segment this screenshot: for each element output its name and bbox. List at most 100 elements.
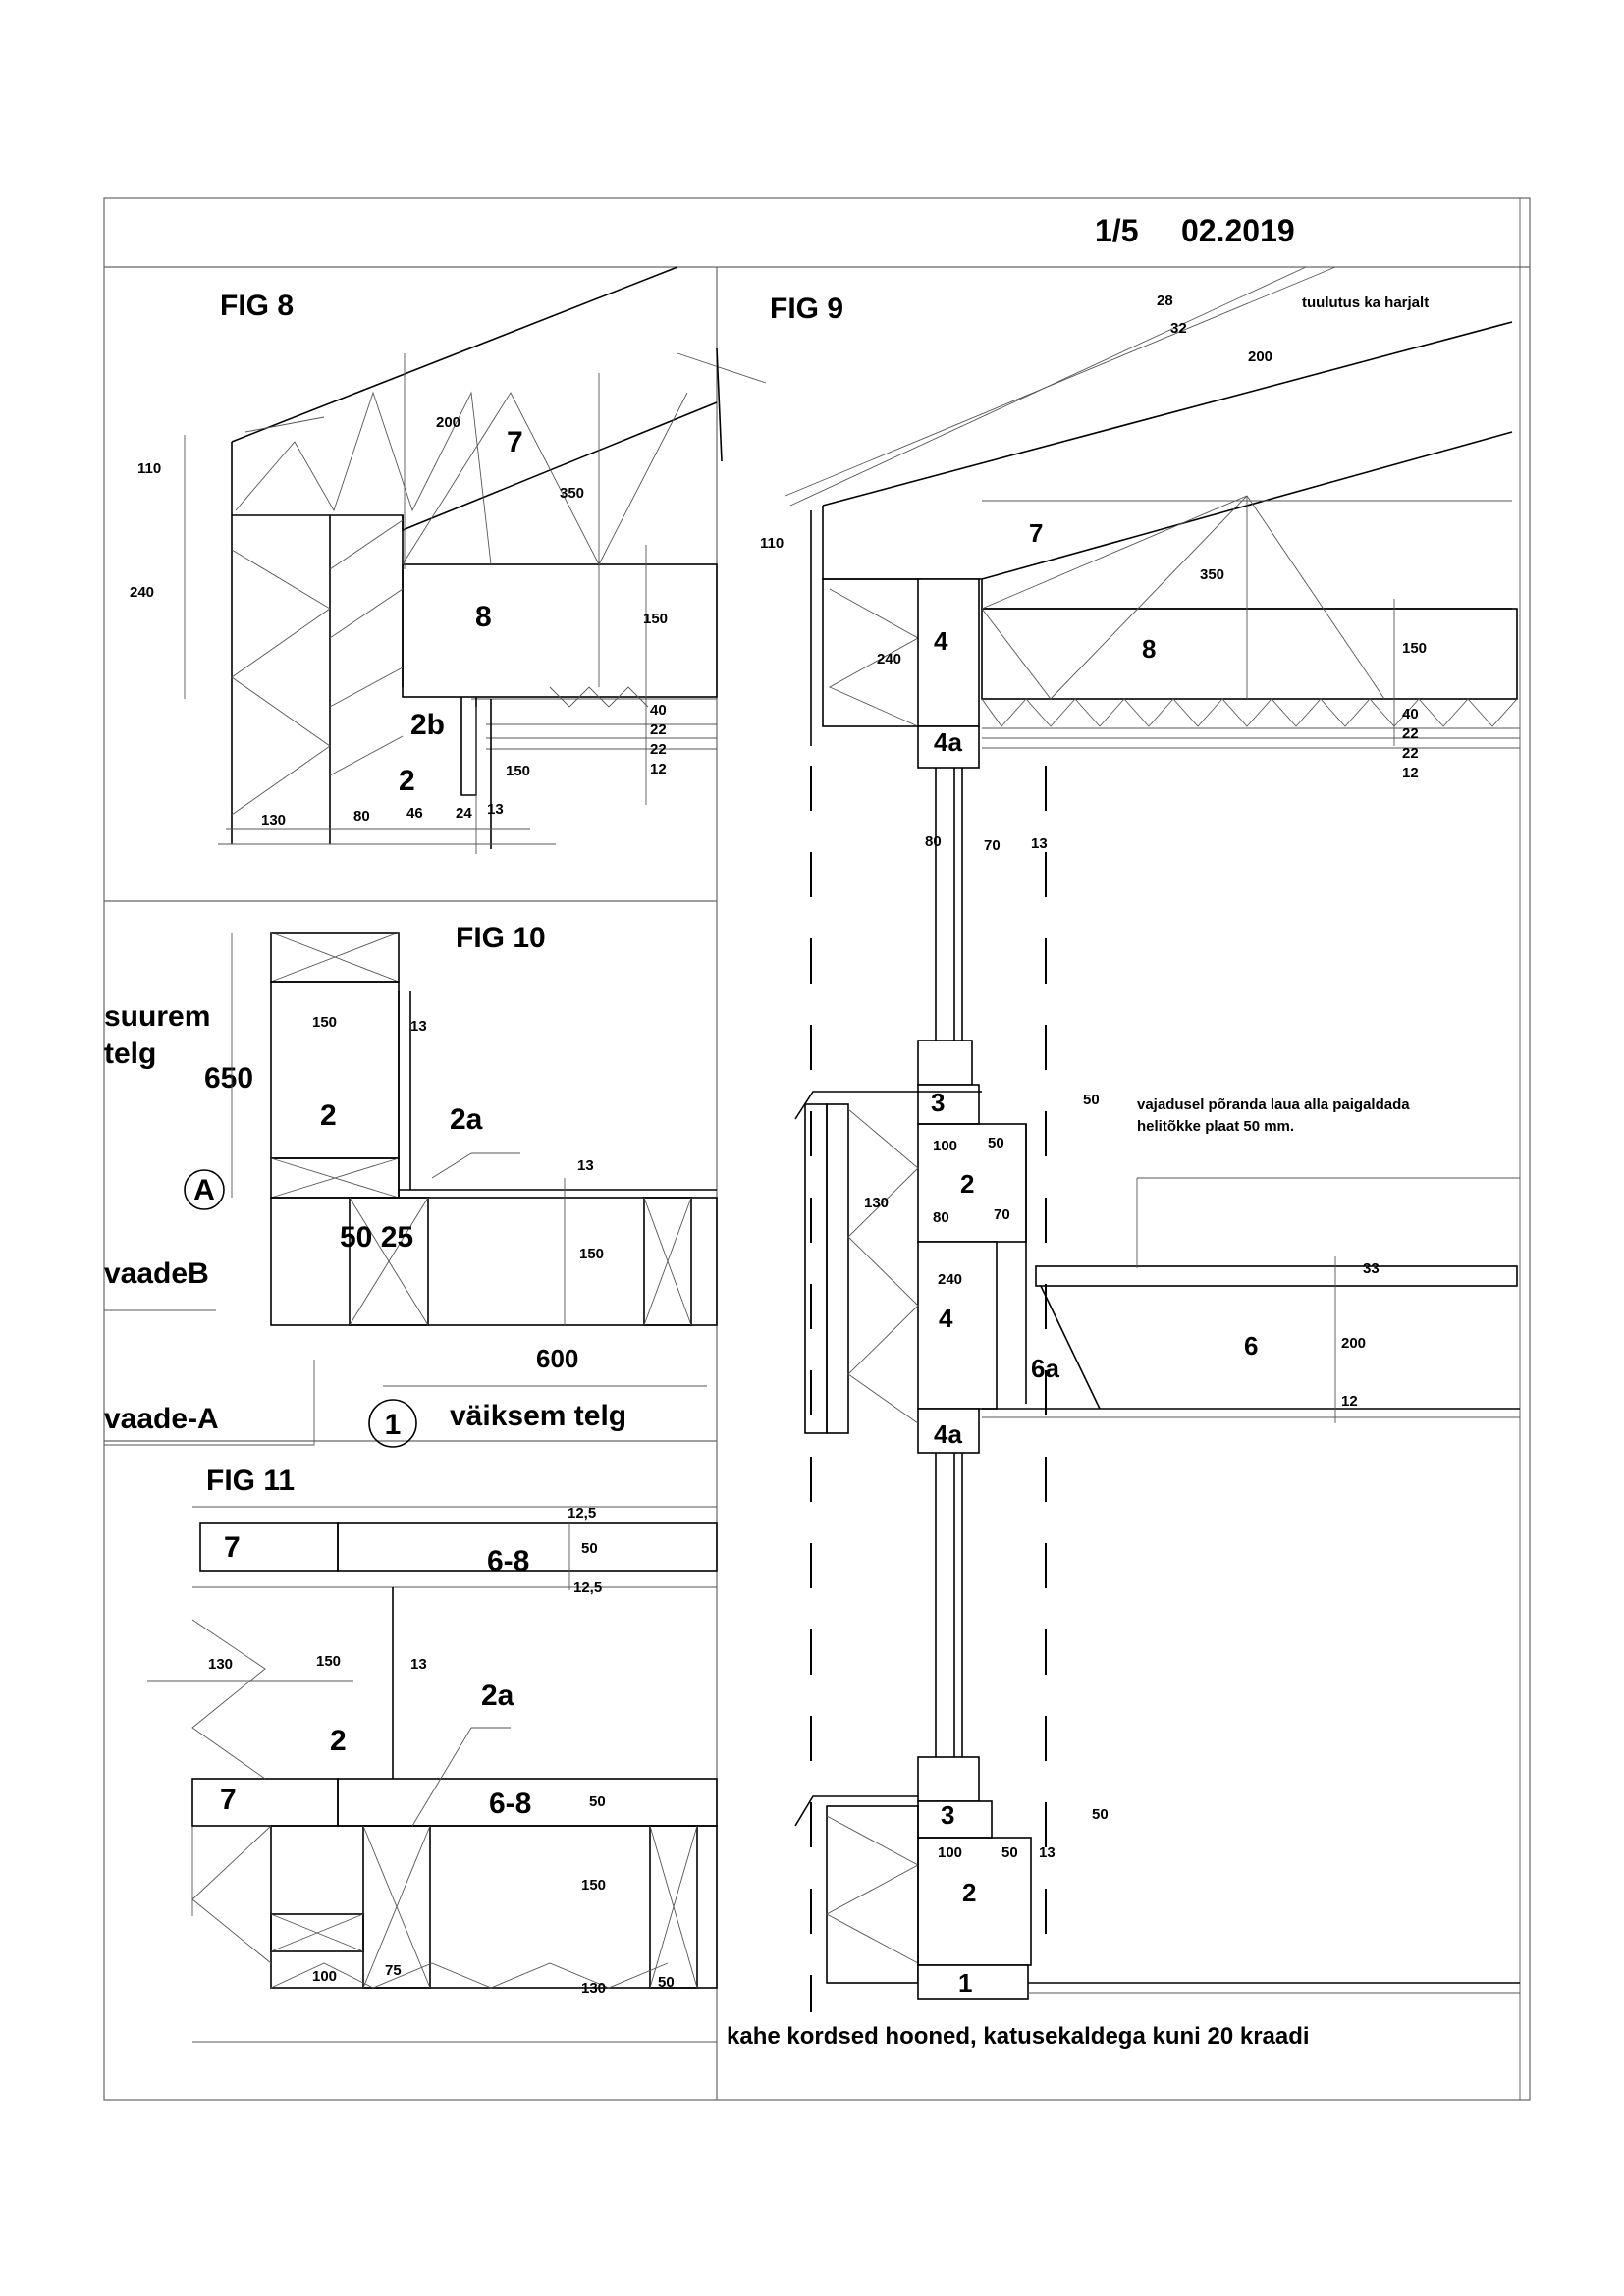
fig9-vent-note: tuulutus ka harjalt xyxy=(1302,294,1429,311)
fig10-view-a: vaade-A xyxy=(104,1403,219,1435)
fig9-floor-note-line2: helitõkke plaat 50 mm. xyxy=(1137,1118,1294,1135)
fig9-dim-350: 350 xyxy=(1200,566,1224,583)
fig8-dim-110: 110 xyxy=(137,460,161,477)
fig9-label-2: 2 xyxy=(960,1169,974,1199)
fig9-dim-12: 12 xyxy=(1402,765,1419,781)
fig11-dim-100: 100 xyxy=(312,1968,337,1985)
fig9-dim-240b: 240 xyxy=(938,1271,962,1288)
fig8-dim-240: 240 xyxy=(130,584,154,601)
fig10-marker-a: A xyxy=(193,1174,215,1206)
fig10-view-b: vaadeB xyxy=(104,1257,209,1290)
fig10-dim-150: 150 xyxy=(312,1014,337,1031)
fig9-dim-130: 130 xyxy=(864,1195,889,1211)
fig9-dim-110: 110 xyxy=(760,535,784,552)
fig9-dim-80: 80 xyxy=(925,833,942,850)
fig10-axis-major-2: telg xyxy=(104,1038,156,1070)
fig11-label-6-8-top: 6-8 xyxy=(487,1545,529,1577)
title-block: 1/5 02.2019 xyxy=(1095,213,1295,248)
fig9-label-3-lower: 3 xyxy=(941,1800,954,1830)
fig9-dim-13: 13 xyxy=(1031,835,1048,852)
fig8-dim-200: 200 xyxy=(436,414,460,431)
fig9-dim-28: 28 xyxy=(1157,293,1173,309)
fig8-dim-13: 13 xyxy=(487,801,504,818)
fig8-dim-22b: 22 xyxy=(650,741,667,758)
fig11-label-2: 2 xyxy=(330,1725,347,1757)
fig10-dim-600: 600 xyxy=(536,1344,578,1373)
fig9-dim-50: 50 xyxy=(1083,1092,1100,1108)
fig8-label-7: 7 xyxy=(507,426,523,458)
fig10-title: FIG 10 xyxy=(456,922,546,954)
fig11-dim-50b: 50 xyxy=(589,1793,606,1810)
sheet-number: 1/5 xyxy=(1095,213,1138,248)
fig9-dim-32: 32 xyxy=(1170,320,1187,337)
fig11-dim-150b: 150 xyxy=(581,1877,606,1894)
fig9-label-2-lower: 2 xyxy=(962,1878,976,1907)
fig9-title: FIG 9 xyxy=(770,293,843,325)
fig10-label-2a: 2a xyxy=(450,1103,483,1136)
fig11-dim-12-5b: 12,5 xyxy=(573,1579,602,1596)
fig11-dim-150: 150 xyxy=(316,1653,341,1670)
fig8-dim-150: 150 xyxy=(643,611,668,627)
fig9-dim-50d: 50 xyxy=(1001,1844,1018,1861)
fig9-label-4a: 4a xyxy=(934,727,962,757)
fig9-dim-50b: 50 xyxy=(988,1135,1004,1151)
fig10-dim-150b: 150 xyxy=(579,1246,604,1262)
fig9-dim-13b: 13 xyxy=(1039,1844,1056,1861)
fig10-dim-13: 13 xyxy=(410,1018,427,1035)
fig11-dim-130b: 130 xyxy=(581,1980,606,1997)
fig9-dim-50c: 50 xyxy=(1092,1806,1109,1823)
fig8-title: FIG 8 xyxy=(220,290,294,322)
fig9-label-1: 1 xyxy=(958,1968,972,1998)
fig10-axis-major-1: suurem xyxy=(104,1000,210,1033)
fig8-dim-350: 350 xyxy=(560,485,584,502)
fig9-dim-100: 100 xyxy=(933,1138,957,1154)
sheet-date: 02.2019 xyxy=(1181,213,1295,248)
fig8-dim-12: 12 xyxy=(650,761,667,777)
fig10-dim-13b: 13 xyxy=(577,1157,594,1174)
fig9-label-6: 6 xyxy=(1244,1331,1258,1361)
fig9-label-3: 3 xyxy=(931,1088,945,1117)
fig9-label-7: 7 xyxy=(1029,518,1043,548)
fig11-title: FIG 11 xyxy=(206,1465,295,1497)
fig9-floor-note-line1: vajadusel põranda laua alla paigaldada xyxy=(1137,1096,1410,1113)
fig10-detail: FIG 10 suurem telg 650 150 13 13 150 50 … xyxy=(104,922,718,1448)
fig10-dim-650: 650 xyxy=(204,1062,253,1095)
fig9-dim-22a: 22 xyxy=(1402,725,1419,742)
fig9-dim-100b: 100 xyxy=(938,1844,962,1861)
fig9-label-4a-lower: 4a xyxy=(934,1419,962,1449)
fig11-dim-12-5a: 12,5 xyxy=(568,1505,596,1522)
fig9-dim-200: 200 xyxy=(1248,348,1272,365)
fig9-dim-200b: 200 xyxy=(1341,1335,1366,1352)
fig10-dim-50-25: 50 25 xyxy=(340,1221,413,1254)
fig8-detail: FIG 8 110 xyxy=(130,266,767,854)
fig9-dim-33: 33 xyxy=(1363,1260,1380,1277)
fig8-dim-24: 24 xyxy=(456,805,472,822)
fig9-label-6a: 6a xyxy=(1031,1354,1059,1383)
fig11-dim-75: 75 xyxy=(385,1962,402,1979)
fig8-dim-80: 80 xyxy=(353,808,370,825)
fig10-marker-1: 1 xyxy=(385,1409,402,1441)
fig11-label-6-8-bottom: 6-8 xyxy=(489,1788,531,1820)
fig11-dim-13: 13 xyxy=(410,1656,427,1673)
fig11-dim-50: 50 xyxy=(581,1540,598,1557)
fig8-dim-150b: 150 xyxy=(506,763,530,779)
fig9-dim-40: 40 xyxy=(1402,706,1419,722)
fig9-dim-22b: 22 xyxy=(1402,745,1419,762)
fig9-label-4: 4 xyxy=(934,626,948,656)
fig8-dim-130: 130 xyxy=(261,812,286,828)
fig9-label-8: 8 xyxy=(1142,634,1156,664)
fig9-dim-240: 240 xyxy=(877,651,901,667)
fig8-dim-40: 40 xyxy=(650,702,667,719)
fig9-dim-12b: 12 xyxy=(1341,1393,1358,1410)
fig8-label-2: 2 xyxy=(399,765,415,797)
fig9-dim-80b: 80 xyxy=(933,1209,949,1226)
fig10-axis-minor: väiksem telg xyxy=(450,1400,626,1432)
fig10-label-2: 2 xyxy=(320,1099,337,1132)
fig9-label-4-lower: 4 xyxy=(939,1304,953,1333)
fig9-dim-70: 70 xyxy=(984,837,1001,854)
fig11-dim-130: 130 xyxy=(208,1656,233,1673)
fig8-label-2b: 2b xyxy=(410,709,445,741)
fig11-dim-50c: 50 xyxy=(658,1974,675,1991)
fig11-label-2a: 2a xyxy=(481,1680,514,1712)
